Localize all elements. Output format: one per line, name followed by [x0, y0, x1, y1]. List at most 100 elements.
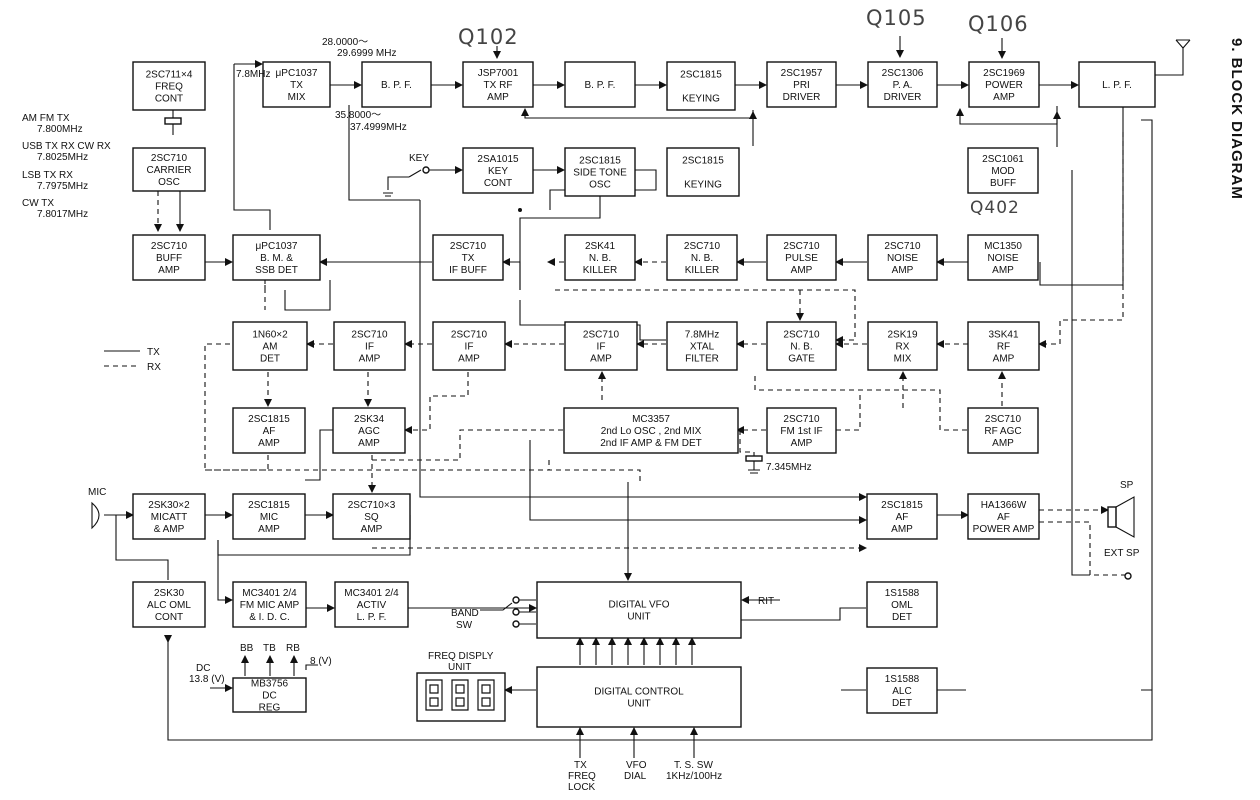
block-bpf-2: B. P. F.	[564, 61, 636, 108]
block-if-amp-2-line-1: IF	[465, 342, 474, 353]
block-rf-agc-amp-line-2: AMP	[992, 438, 1014, 449]
block-micatt-amp-line-2: & AMP	[154, 524, 185, 535]
block-agc-amp-line-2: AMP	[358, 438, 380, 449]
label-bb: BB	[240, 643, 254, 654]
block-power-amp-box	[968, 61, 1040, 108]
block-af-power-amp-box	[967, 493, 1040, 540]
block-sq-amp-line-2: AMP	[361, 524, 383, 535]
label-rb: RB	[286, 643, 300, 654]
block-key-cont-line-0: 2SA1015	[477, 154, 519, 165]
block-digital-vfo-line-1: UNIT	[627, 612, 650, 623]
block-key-cont-line-2: CONT	[484, 178, 512, 189]
block-nb-killer-1-line-1: N. B.	[589, 253, 611, 264]
block-oml-det-box	[866, 581, 938, 628]
block-rf-amp-line-0: 3SK41	[988, 330, 1018, 341]
block-buff-amp-line-0: 2SC710	[151, 241, 188, 252]
block-keying-1-box	[666, 61, 736, 111]
block-buff-amp-box	[132, 234, 206, 281]
block-keying-2-line-2: KEYING	[684, 180, 722, 191]
block-dc-reg-line-0: MB3756	[251, 679, 289, 690]
block-micatt-amp-line-0: 2SK30×2	[148, 500, 190, 511]
block-mod-buff-line-0: 2SC1061	[982, 154, 1024, 165]
block-dc-reg-box	[232, 677, 307, 713]
block-lpf-box	[1078, 61, 1156, 108]
block-lpf-line-0: L. P. F.	[1102, 80, 1132, 91]
block-tx-if-buff-line-0: 2SC710	[450, 241, 487, 252]
block-carrier-osc-box	[132, 147, 206, 192]
block-micatt-amp-line-1: MICATT	[151, 512, 187, 523]
handwritten-annotations: Q102 Q105 Q106 Q402	[458, 6, 1028, 218]
block-side-tone-osc-line-2: OSC	[589, 180, 611, 191]
label-lsb-freq: 7.7975MHz	[37, 181, 88, 192]
block-af-power-amp-line-2: POWER AMP	[973, 524, 1035, 535]
block-power-amp-line-2: AMP	[993, 92, 1015, 103]
block-power-amp-line-0: 2SC1969	[983, 68, 1025, 79]
block-agc-amp-line-0: 2SK34	[354, 414, 384, 425]
block-fm-mic-amp-box	[232, 581, 307, 628]
block-af-power-amp-line-1: AF	[997, 512, 1010, 523]
block-pulse-amp-box	[766, 234, 837, 281]
block-key-cont-line-1: KEY	[488, 166, 508, 177]
block-tx-rf-amp-line-1: TX RF	[484, 80, 513, 91]
block-digital-control-line-0: DIGITAL CONTROL	[594, 687, 684, 698]
block-nb-killer-1-line-0: 2SK41	[585, 241, 615, 252]
label-freq-disply: FREQ DISPLY	[428, 651, 494, 662]
block-fm-mic-amp: MC3401 2/4FM MIC AMP& I. D. C.	[232, 581, 307, 628]
block-rf-amp-line-2: AMP	[993, 354, 1015, 365]
block-af-amp-1-box	[232, 407, 306, 454]
label-1khz-100hz: 1KHz/100Hz	[666, 771, 722, 782]
label-mic: MIC	[88, 487, 106, 498]
label-7-345mhz: 7.345MHz	[766, 462, 812, 473]
block-nb-gate-box	[766, 321, 837, 371]
label-band: BAND	[451, 608, 479, 619]
block-rf-agc-amp-line-1: RF AGC	[984, 426, 1021, 437]
block-pa-driver-line-2: DRIVER	[884, 92, 922, 103]
label-35mhz-a: 35.8000～	[335, 110, 381, 121]
block-rf-amp-box	[967, 321, 1040, 371]
block-power-amp-line-1: POWER	[985, 80, 1023, 91]
block-if-amp-3-box	[564, 321, 638, 371]
block-lpf: L. P. F.	[1078, 61, 1156, 108]
block-tx-rf-amp-box	[462, 61, 534, 108]
block-keying-1-line-2: KEYING	[682, 94, 720, 105]
block-freq-cont-line-1: FREQ	[155, 82, 183, 93]
block-af-amp-2-line-1: AF	[896, 512, 909, 523]
block-nb-killer-2-box	[666, 234, 738, 281]
label-vfo: VFO	[626, 760, 647, 771]
block-pa-driver-box	[867, 61, 938, 108]
block-mic-amp-box	[232, 493, 306, 540]
block-carrier-osc-line-1: CARRIER	[146, 165, 191, 176]
block-digital-vfo-box	[536, 581, 742, 639]
block-alc-oml-cont-line-1: ALC OML	[147, 600, 191, 611]
block-rx-mix-box	[867, 321, 938, 371]
block-sq-amp-box	[332, 493, 411, 540]
annotation-q402: Q402	[970, 198, 1020, 218]
block-digital-control-box	[536, 666, 742, 728]
legend-tx: TX	[147, 347, 160, 358]
block-if-amp-2-line-2: AMP	[458, 354, 480, 365]
block-pa-driver-line-1: P. A.	[893, 80, 913, 91]
block-digital-control-line-1: UNIT	[627, 699, 650, 710]
block-bm-ssb-det-line-0: μPC1037	[256, 241, 298, 252]
block-sq-amp-line-1: SQ	[364, 512, 379, 523]
block-am-det-line-0: 1N60×2	[252, 330, 288, 341]
block-nb-gate-line-2: GATE	[788, 354, 815, 365]
label-freo: FREQ	[568, 771, 596, 782]
block-bpf-2-box	[564, 61, 636, 108]
block-oml-det-line-2: DET	[892, 612, 912, 623]
